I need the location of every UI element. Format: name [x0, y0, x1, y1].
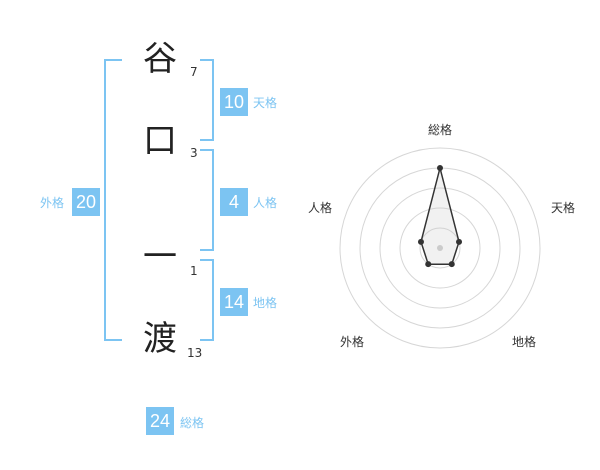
stroke-count-1: 7: [190, 65, 198, 79]
radar-polygon: [420, 167, 460, 265]
name-char-4: 渡: [143, 319, 177, 359]
radar-ring: [339, 147, 541, 349]
tenkaku-bracket: [200, 59, 214, 141]
gaikaku-label: 外格: [40, 196, 65, 210]
jinkaku-bracket: [200, 149, 214, 251]
radar-center: [437, 245, 443, 251]
chikaku-label: 地格: [253, 296, 278, 310]
gaikaku-bracket: [104, 59, 122, 341]
radar-ring: [399, 207, 481, 289]
tenkaku-value: 10: [220, 88, 248, 116]
radar-label-bottom-left: 外格: [340, 335, 365, 349]
stroke-count-2: 3: [190, 146, 198, 160]
radar-label-right: 天格: [551, 201, 576, 215]
name-char-3: 一: [143, 237, 177, 277]
radar-point-bottom-left: [425, 261, 432, 268]
radar-point-right: [456, 238, 463, 245]
radar-ring: [379, 187, 501, 309]
chikaku-bracket: [200, 259, 214, 341]
jinkaku-value: 4: [220, 188, 248, 216]
radar-ring: [419, 227, 461, 269]
radar-point-bottom-right: [448, 261, 455, 268]
name-char-2: 口: [143, 121, 177, 161]
stroke-count-4: 13: [187, 346, 203, 360]
name-char-1: 谷: [143, 39, 177, 79]
jinkaku-label: 人格: [253, 196, 278, 210]
gaikaku-value: 20: [72, 188, 100, 216]
radar-points: [417, 165, 463, 268]
soukaku-label: 総格: [180, 416, 205, 430]
radar-label-left: 人格: [308, 201, 333, 215]
radar-point-top: [437, 165, 443, 171]
soukaku-value: 24: [146, 407, 174, 435]
tenkaku-label: 天格: [253, 96, 278, 110]
radar-label-top: 総格: [428, 123, 453, 137]
radar-point-left: [417, 238, 424, 245]
stroke-count-3: 1: [190, 264, 198, 278]
chikaku-value: 14: [220, 288, 248, 316]
radar-label-bottom-right: 地格: [512, 335, 537, 349]
